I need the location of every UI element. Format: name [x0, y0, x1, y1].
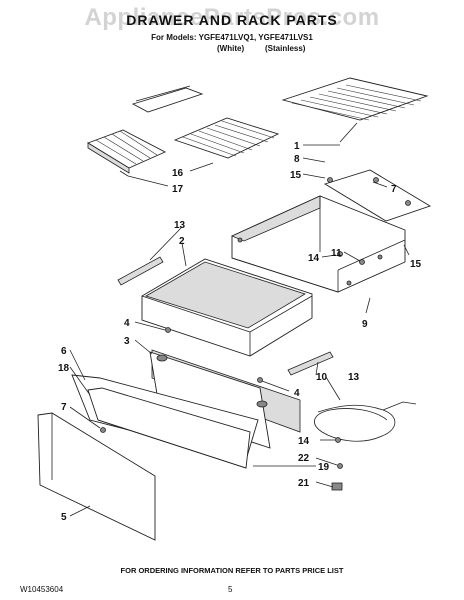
- callout-18: 18: [58, 363, 70, 374]
- bake-element: [314, 401, 417, 442]
- callout-7-left: 7: [61, 402, 67, 413]
- screw: [373, 177, 379, 183]
- drawer-outer-front: [37, 412, 156, 541]
- oven-rack: [281, 77, 429, 143]
- callout-13-right: 13: [348, 372, 360, 383]
- watermark: AppliancePartsPros.com: [84, 4, 380, 31]
- drawer-body: [141, 258, 313, 357]
- screw: [165, 327, 171, 333]
- variant-white-label: (White): [217, 44, 245, 53]
- rack-slide: [131, 85, 204, 113]
- callout-14: 14: [298, 436, 310, 447]
- callout-16: 16: [172, 168, 184, 179]
- callout-22: 22: [298, 453, 310, 464]
- screw: [257, 377, 263, 383]
- callout-21: 21: [298, 478, 310, 489]
- document-number: W10453604: [20, 585, 64, 594]
- diagram-title: DRAWER AND RACK PARTS: [126, 12, 338, 28]
- variant-stainless-label: (Stainless): [265, 44, 306, 53]
- callout-13-left: 13: [174, 220, 186, 231]
- drawer-front-panel: [87, 387, 251, 469]
- callout-12: 14: [308, 253, 320, 264]
- screw: [337, 463, 343, 469]
- screw: [100, 427, 106, 433]
- screw: [337, 251, 343, 257]
- drawer-glide-left: [117, 256, 164, 286]
- callout-11: 11: [331, 248, 342, 259]
- callout-4-left: 4: [124, 318, 130, 329]
- drawer-slide-rail: [323, 169, 432, 222]
- callout-4-right: 4: [294, 388, 300, 399]
- screw: [335, 437, 341, 443]
- callout-labels: 1 8 15 7 16 17 13 2 14 11 15 9 4 3 6 18 …: [58, 141, 422, 523]
- ordering-note: FOR ORDERING INFORMATION REFER TO PARTS …: [120, 566, 344, 575]
- callout-19: 19: [318, 462, 330, 473]
- callout-2: 2: [179, 236, 185, 247]
- callout-6: 5: [61, 512, 67, 523]
- flat-rack: [173, 117, 280, 159]
- callout-5: 6: [61, 346, 67, 357]
- callout-3: 3: [124, 336, 130, 347]
- callout-8: 8: [294, 154, 300, 165]
- drawer-liner-box: [230, 195, 406, 293]
- callout-15-top: 15: [290, 170, 302, 181]
- screw: [405, 200, 411, 206]
- callout-9: 10: [316, 372, 328, 383]
- clip: [331, 482, 343, 491]
- model-list: For Models: YGFE471LVQ1, YGFE471LVS1: [151, 33, 313, 42]
- callout-7-top: 7: [391, 184, 397, 195]
- screw: [359, 259, 365, 265]
- leader-lines: [69, 144, 410, 517]
- callout-15-right: 15: [410, 259, 422, 270]
- callout-10: 9: [362, 319, 368, 330]
- callout-17: 17: [172, 184, 184, 195]
- page-number: 5: [228, 585, 233, 594]
- drawer-glide-right: [287, 351, 334, 376]
- screw: [327, 177, 333, 183]
- half-rack: [86, 129, 167, 174]
- callout-1: 1: [294, 141, 300, 152]
